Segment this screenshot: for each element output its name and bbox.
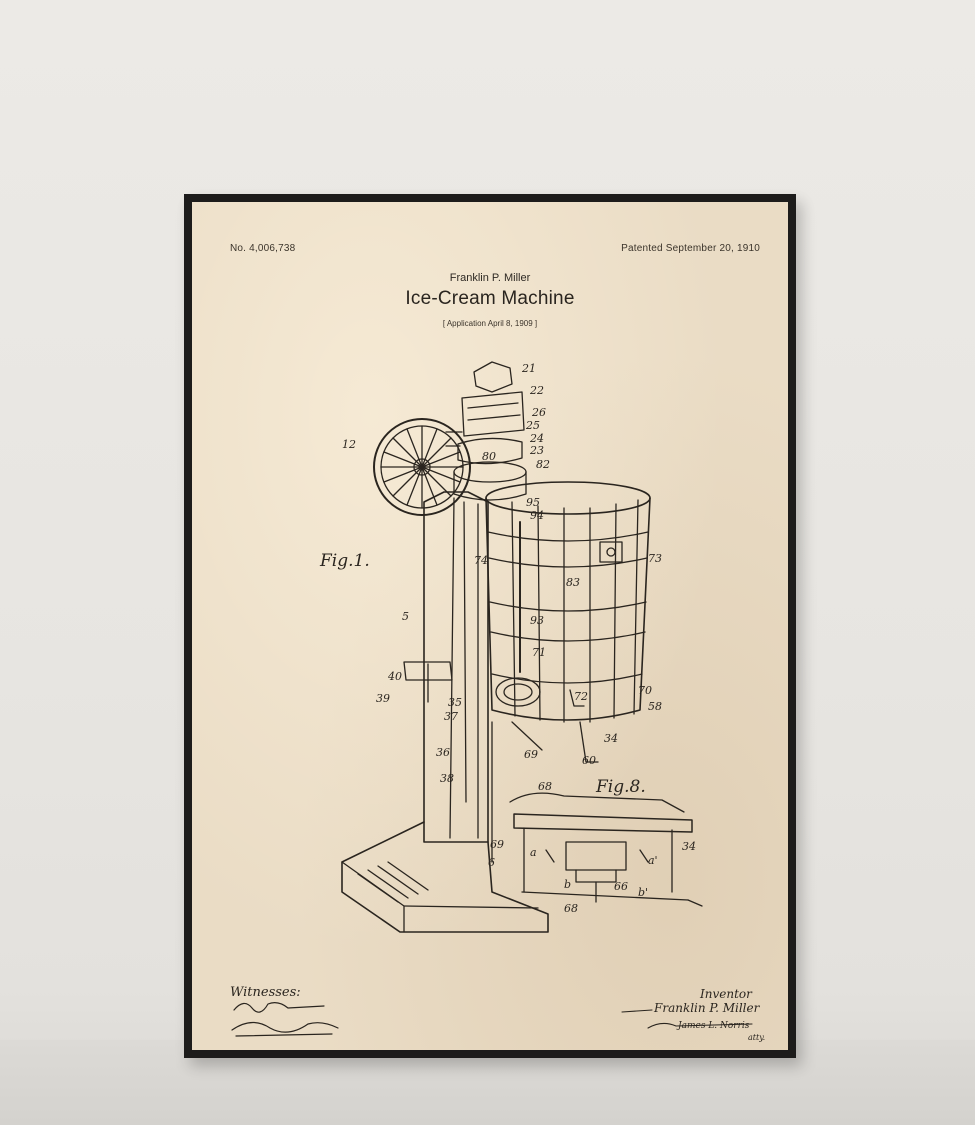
part-numbers: 21 22 26 25 24 23 12 80 82 95 94 74 73 8… (342, 362, 696, 915)
part-number-label: 6 (488, 856, 495, 869)
part-number-label: 80 (482, 450, 496, 463)
figure-8-detail (509, 792, 703, 907)
patent-number: No. 4,006,738 (230, 243, 296, 254)
part-number-label: 73 (648, 552, 662, 565)
part-number-label: 34 (682, 840, 696, 853)
part-number-label: 35 (448, 696, 462, 709)
inventor-signature-underline (621, 1009, 753, 1029)
part-number-label: 40 (387, 670, 402, 683)
part-number-label: 38 (440, 772, 454, 785)
ice-cream-tub (485, 481, 651, 763)
figure-8-label: Fig.8. (595, 777, 646, 797)
witness-signatures (231, 1002, 339, 1037)
gear-head (445, 361, 527, 501)
part-number-label: 60 (582, 754, 596, 767)
part-number-label: 24 (529, 432, 544, 445)
patented-date: Patented September 20, 1910 (621, 243, 760, 254)
inventor-signature: Franklin P. Miller (653, 1001, 761, 1015)
part-number-label: 5 (402, 610, 409, 623)
part-number-label: 21 (521, 362, 536, 375)
part-number-label: a' (648, 854, 658, 867)
patent-drawing: 21 22 26 25 24 23 12 80 82 95 94 74 73 8… (230, 361, 765, 1042)
poster-title: Ice-Cream Machine (405, 288, 575, 309)
application-date: [ Application April 8, 1909 ] (442, 319, 538, 328)
part-number-label: 74 (474, 554, 488, 567)
machine-base (341, 821, 549, 933)
part-number-label: 58 (648, 700, 662, 713)
part-number-label: 22 (529, 384, 544, 397)
patent-paper: No. 4,006,738 Patented September 20, 191… (192, 202, 788, 1050)
part-number-label: 72 (574, 690, 588, 703)
witnesses-label: Witnesses: (230, 985, 301, 1000)
poster-frame: No. 4,006,738 Patented September 20, 191… (184, 194, 796, 1058)
part-number-label: 66 (614, 880, 628, 893)
inventor-name: Franklin P. Miller (449, 272, 531, 284)
inventor-label: Inventor (699, 987, 753, 1001)
part-number-label: a (530, 846, 537, 859)
part-number-label: 83 (566, 576, 580, 589)
attorney-signature: James L. Norris (676, 1021, 750, 1031)
part-number-label: 71 (532, 646, 546, 659)
part-number-label: 34 (604, 732, 618, 745)
part-number-label: 69 (524, 748, 538, 761)
part-number-label: b (564, 878, 571, 891)
part-number-label: 39 (376, 692, 390, 705)
part-number-label: 23 (529, 444, 544, 457)
machine-column (403, 491, 493, 863)
part-number-label: 68 (538, 780, 552, 793)
part-number-label: 95 (526, 496, 540, 509)
part-number-label: 26 (531, 406, 546, 419)
part-number-label: 37 (444, 710, 458, 723)
part-number-label: 82 (536, 458, 550, 471)
part-number-label: 69 (490, 838, 504, 851)
part-number-label: 12 (342, 438, 356, 451)
flywheel (373, 418, 471, 516)
part-number-label: 70 (638, 684, 652, 697)
part-number-label: 93 (530, 614, 544, 627)
part-number-label: 68 (564, 902, 578, 915)
part-number-label: b' (638, 886, 648, 899)
part-number-label: 25 (525, 419, 540, 432)
part-number-label: 94 (530, 509, 544, 522)
attorney-suffix: atty. (748, 1033, 765, 1042)
part-number-label: 36 (436, 746, 450, 759)
figure-1-label: Fig.1. (319, 551, 370, 571)
